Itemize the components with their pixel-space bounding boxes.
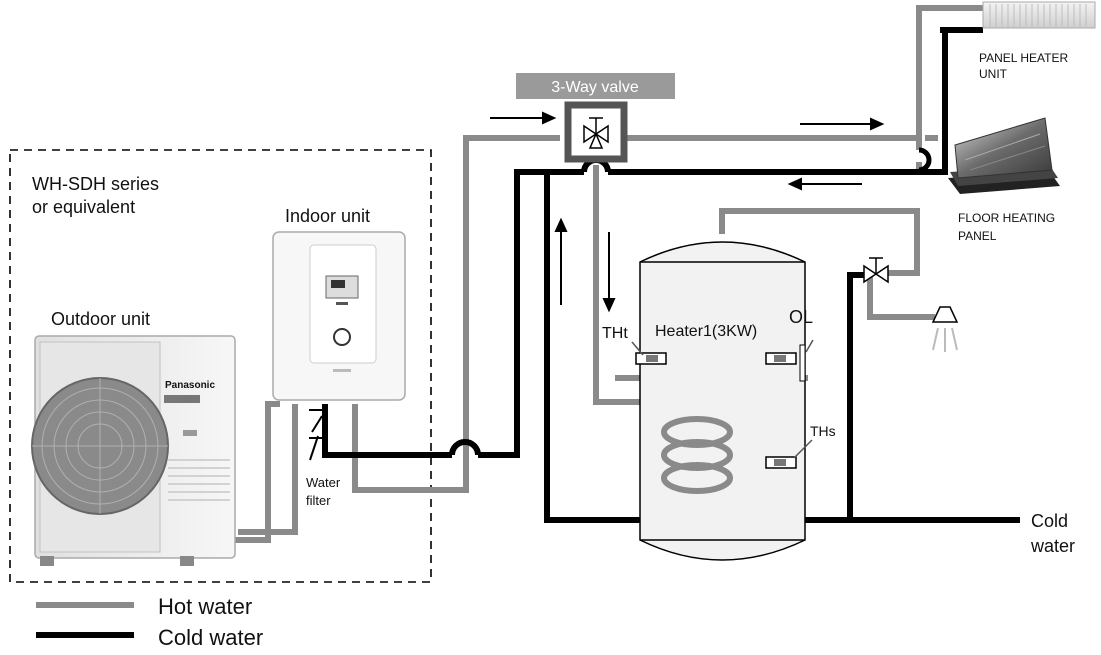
series-label-line1: WH-SDH series xyxy=(32,174,159,194)
outdoor-unit-label: Outdoor unit xyxy=(51,309,150,329)
water-filter-label-line2: filter xyxy=(306,493,331,508)
pipe-crossing xyxy=(449,439,481,456)
outdoor-unit xyxy=(31,335,236,566)
panel-heater-label-line2: UNIT xyxy=(979,67,1008,81)
indoor-unit-label: Indoor unit xyxy=(285,206,370,226)
water-filter-label-line1: Water xyxy=(306,475,341,490)
cold-water-label-line1: Cold xyxy=(1031,511,1068,531)
ths-label: THs xyxy=(810,423,836,439)
valve-label: 3-Way valve xyxy=(551,79,639,96)
indoor-unit xyxy=(272,231,406,401)
series-label-line2: or equivalent xyxy=(32,197,135,217)
floor-heating-label-line2: PANEL xyxy=(958,229,997,243)
panel-heater-unit xyxy=(982,1,1096,29)
valve-symbol-icon xyxy=(583,117,609,149)
legend: Hot water Cold water xyxy=(36,594,263,650)
legend-hot-label: Hot water xyxy=(158,594,252,619)
system-boundary xyxy=(9,149,432,583)
flow-arrows xyxy=(490,111,885,313)
shower-head-icon xyxy=(931,306,959,352)
water-filter-icon xyxy=(309,409,325,461)
floor-heating-panel xyxy=(948,117,1060,194)
legend-cold-label: Cold water xyxy=(158,625,263,650)
heating-coil xyxy=(661,416,733,494)
tht-label: THt xyxy=(602,325,628,342)
panel-heater-label-line1: PANEL HEATER xyxy=(979,51,1068,65)
floor-heating-label-line1: FLOOR HEATING xyxy=(958,211,1055,225)
hot-water-tank xyxy=(639,241,806,561)
heater-label: Heater1(3KW) xyxy=(655,323,757,340)
ol-label: OL xyxy=(789,307,813,327)
valve-label-box xyxy=(516,73,675,99)
cold-water-label-line2: water xyxy=(1030,536,1075,556)
mixing-valve-icon xyxy=(863,257,889,284)
brand-logo: Panasonic xyxy=(165,380,215,391)
